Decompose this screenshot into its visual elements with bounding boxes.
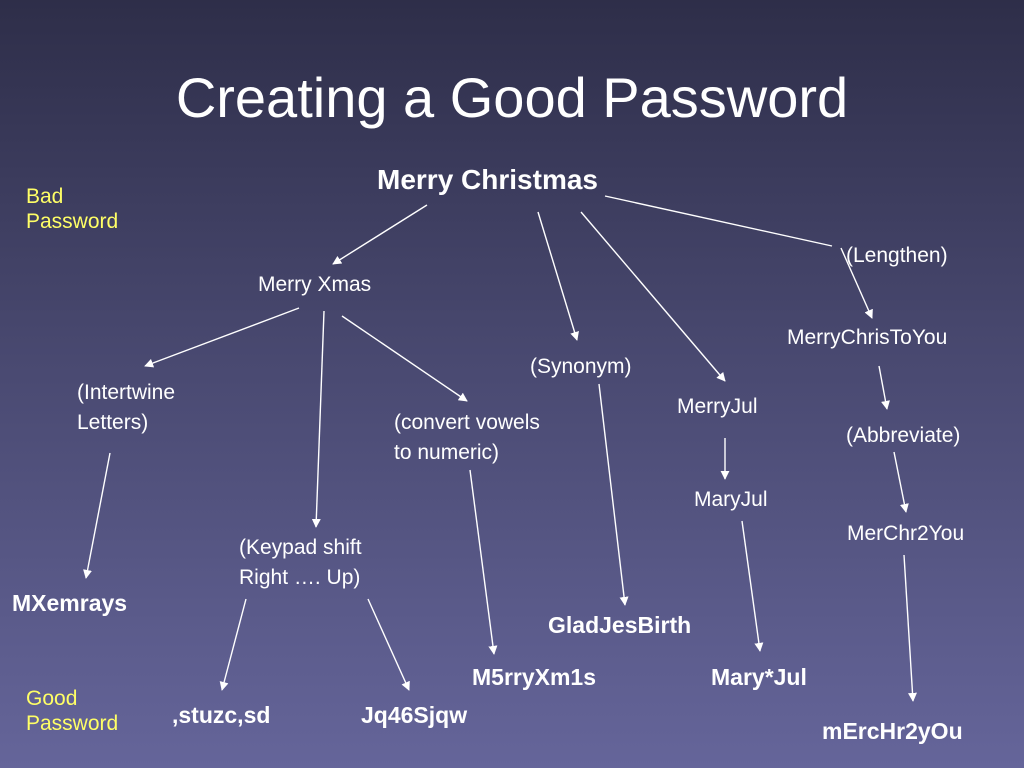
good-password-label: Good Password [26, 686, 118, 736]
intertwine-line1: (Intertwine [77, 381, 176, 404]
arrow-abbreviate-to-merchr [893, 451, 909, 513]
stuzc-node: ,stuzc,sd [172, 702, 271, 728]
arrow-root-to-merry-xmas [332, 204, 428, 265]
bad-password-label: Bad Password [26, 184, 118, 234]
arrow-xmas-to-intertwine [144, 307, 300, 368]
bad-password-line2: Password [26, 210, 119, 234]
arrow-root-to-synonym [537, 211, 579, 341]
bad-password-line1: Bad [26, 185, 64, 208]
arrow-root-to-lengthen [604, 195, 833, 247]
m5rry-node: M5rryXm1s [472, 664, 597, 690]
arrow-keypad-to-jq46 [367, 598, 410, 691]
mxemrays-node: MXemrays [12, 590, 128, 616]
arrow-xmas-to-keypad [311, 310, 325, 528]
mary-star-node: Mary*Jul [711, 664, 807, 690]
intertwine-node: (Intertwine Letters) [77, 378, 175, 438]
good-password-line2: Password [26, 712, 119, 736]
merchr-node: MerChr2You [847, 522, 965, 545]
convert-line2: to numeric) [394, 441, 500, 464]
arrow-lengthen-to-merrychris [840, 247, 873, 319]
root-node: Merry Christmas [377, 164, 598, 195]
merrychris-node: MerryChrisToYou [787, 326, 948, 349]
mercchr-final-node: mErcHr2yOu [822, 718, 963, 744]
lengthen-node: (Lengthen) [846, 244, 948, 267]
arrow-intertwine-to-mxemrays [83, 452, 111, 579]
arrow-maryjul-to-mary-star [741, 520, 764, 652]
jq46-node: Jq46Sjqw [361, 702, 468, 728]
maryjul-node: MaryJul [694, 488, 768, 511]
arrow-keypad-to-stuzc [219, 598, 247, 691]
convert-line1: (convert vowels [394, 411, 540, 434]
intertwine-line2: Letters) [77, 411, 149, 434]
arrow-root-to-merryjul [580, 211, 726, 382]
merryjul-node: MerryJul [677, 395, 758, 418]
keypad-line2: Right …. Up) [239, 566, 361, 589]
slide-title: Creating a Good Password [175, 66, 849, 129]
arrow-convert-to-m5rry [469, 469, 498, 655]
arrow-merchr-to-final [903, 554, 917, 702]
keypad-line1: (Keypad shift [239, 536, 362, 559]
arrow-xmas-to-convert [341, 315, 468, 402]
abbreviate-node: (Abbreviate) [846, 424, 961, 447]
synonym-node: (Synonym) [530, 355, 632, 378]
merry-xmas-node: Merry Xmas [258, 273, 372, 296]
good-password-line1: Good [26, 687, 78, 710]
keypad-node: (Keypad shift Right …. Up) [239, 533, 362, 593]
gladjes-node: GladJesBirth [548, 612, 692, 638]
arrow-merrychris-to-abbreviate [878, 365, 890, 410]
convert-vowels-node: (convert vowels to numeric) [394, 408, 540, 468]
arrow-synonym-to-gladjes [598, 383, 629, 606]
